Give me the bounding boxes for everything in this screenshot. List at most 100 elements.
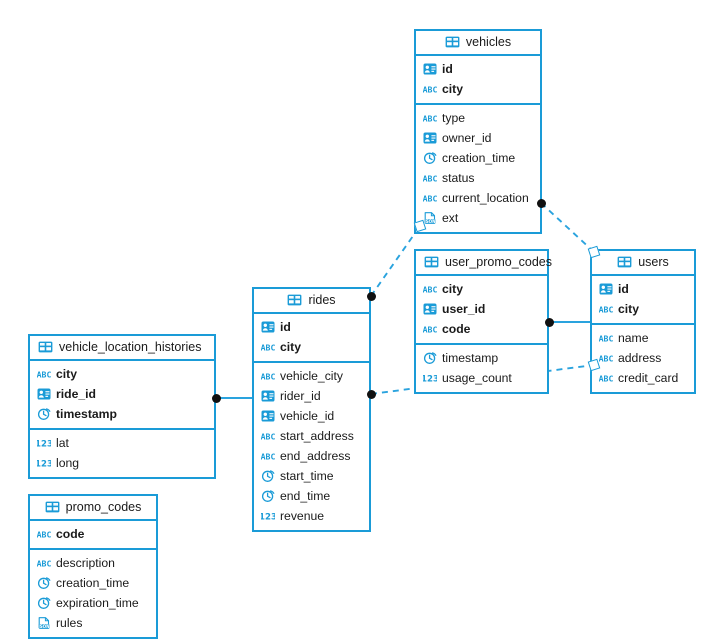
table-header-vehicle_location_histories[interactable]: vehicle_location_histories (30, 336, 214, 361)
primary-key-row[interactable]: timestamp (30, 404, 214, 424)
column-name: end_address (280, 448, 351, 463)
abc-text-icon: ABC (423, 323, 437, 335)
table-title: promo_codes (65, 500, 142, 514)
primary-key-row[interactable]: ride_id (30, 384, 214, 404)
table-grid-icon (45, 501, 60, 513)
123-number-icon: 123 (423, 372, 437, 384)
column-name: id (280, 319, 291, 334)
clock-icon (423, 152, 437, 164)
column-row[interactable]: creation_time (416, 148, 540, 168)
table-header-promo_codes[interactable]: promo_codes (30, 496, 156, 521)
table-header-users[interactable]: users (592, 251, 694, 276)
abc-text-icon: ABC (423, 192, 437, 204)
column-name: creation_time (56, 575, 130, 590)
abc-text-icon: ABC (261, 450, 275, 462)
column-row[interactable]: ABC end_address (254, 446, 369, 466)
primary-key-row[interactable]: id (416, 59, 540, 79)
column-row[interactable]: owner_id (416, 128, 540, 148)
column-row[interactable]: rider_id (254, 386, 369, 406)
svg-text:ABC: ABC (37, 529, 51, 539)
column-row[interactable]: end_time (254, 486, 369, 506)
column-name: creation_time (442, 150, 516, 165)
table-title: users (638, 255, 669, 269)
edge-endpoint-dot (366, 389, 376, 399)
clock-icon (261, 470, 275, 482)
column-row[interactable]: 123 lat (30, 433, 214, 453)
column-name: city (442, 81, 464, 96)
primary-key-row[interactable]: ABC city (30, 364, 214, 384)
clock-icon (37, 408, 51, 420)
table-header-user_promo_codes[interactable]: user_promo_codes (416, 251, 552, 276)
table-header-vehicles[interactable]: vehicles (416, 31, 540, 56)
table-title: rides (308, 293, 336, 307)
column-row[interactable]: vehicle_id (254, 406, 369, 426)
json-document-icon: JSON (37, 617, 51, 629)
column-row[interactable]: creation_time (30, 573, 156, 593)
svg-text:ABC: ABC (37, 558, 51, 568)
svg-text:ABC: ABC (423, 173, 437, 183)
column-name: lat (56, 435, 69, 450)
column-name: name (618, 330, 649, 345)
svg-text:123: 123 (37, 459, 51, 469)
abc-text-icon: ABC (261, 430, 275, 442)
table-header-rides[interactable]: rides (254, 289, 369, 314)
column-row[interactable]: expiration_time (30, 593, 156, 613)
primary-key-row[interactable]: id (254, 317, 369, 337)
column-name: credit_card (618, 370, 679, 385)
column-name: city (618, 301, 640, 316)
column-row[interactable]: timestamp (416, 348, 547, 368)
clock-icon (37, 577, 51, 589)
column-name: ride_id (56, 386, 96, 401)
column-row[interactable]: start_time (254, 466, 369, 486)
column-name: owner_id (442, 130, 492, 145)
column-name: start_address (280, 428, 354, 443)
column-name: address (618, 350, 662, 365)
svg-text:123: 123 (37, 439, 51, 449)
abc-text-icon: ABC (423, 112, 437, 124)
primary-key-section: ABC city ride_id timestamp (30, 361, 214, 428)
column-row[interactable]: ABC start_address (254, 426, 369, 446)
column-row[interactable]: JSON rules (30, 613, 156, 633)
abc-text-icon: ABC (37, 368, 51, 380)
clock-icon (37, 597, 51, 609)
123-number-icon: 123 (37, 457, 51, 469)
column-name: id (442, 61, 453, 76)
edge-endpoint-dot (366, 291, 376, 301)
table-grid-icon (38, 341, 53, 353)
table-grid-icon (424, 256, 439, 268)
primary-key-row[interactable]: user_id (416, 299, 547, 319)
primary-key-row[interactable]: id (592, 279, 694, 299)
column-name: rules (56, 615, 83, 630)
column-name: city (56, 366, 78, 381)
id-card-icon (37, 388, 51, 400)
